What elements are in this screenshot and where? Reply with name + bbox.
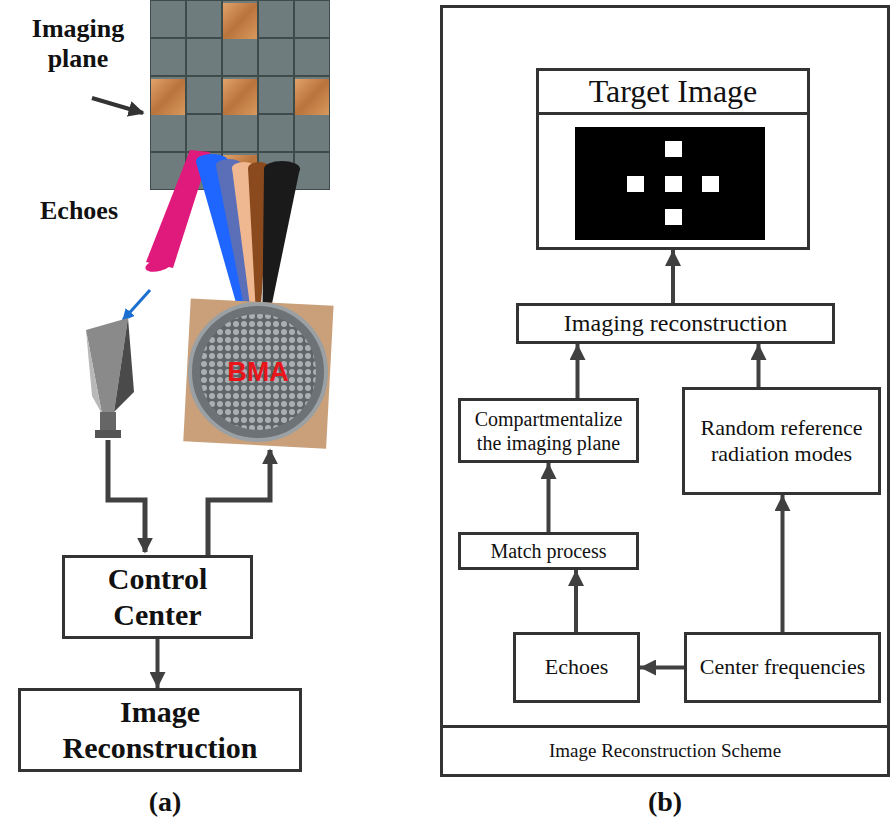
process-box: Center frequencies	[684, 632, 881, 703]
panel-label: (a)	[130, 786, 200, 818]
node-text: Match process	[490, 539, 606, 563]
panel-label: (b)	[630, 786, 700, 818]
signal-wire	[108, 440, 145, 552]
flow-arrow	[781, 495, 785, 632]
flow-arrow	[757, 344, 761, 387]
node-text: Image Reconstruction Scheme	[549, 740, 781, 763]
node-text: Center frequencies	[700, 654, 866, 680]
flow-arrow	[156, 639, 160, 688]
imaging-plane	[150, 0, 330, 190]
echo-arrow	[123, 290, 150, 320]
part-label: Imaging plane	[2, 14, 154, 74]
node-text: Random reference radiation modes	[691, 415, 872, 468]
process-box: Random reference radiation modes	[682, 387, 881, 495]
node-text: Image Reconstruction	[27, 694, 293, 766]
control-box: Control Center	[62, 555, 253, 639]
bma-photo	[183, 298, 333, 448]
scheme-frame: Image Reconstruction Scheme Target ImageI…	[440, 5, 890, 777]
node-text: Control Center	[71, 561, 244, 633]
target-box: Target Image	[536, 68, 810, 250]
horn-antenna	[86, 318, 134, 438]
flow-arrow	[547, 463, 551, 532]
node-text: Compartmentalize the imaging plane	[467, 407, 630, 455]
process-box: Compartmentalize the imaging plane	[458, 398, 639, 463]
pointer-arrow	[92, 98, 143, 113]
process-box: Imaging reconstruction	[516, 303, 835, 344]
caption-band: Image Reconstruction Scheme	[443, 725, 887, 774]
node-text: Target Image	[539, 71, 807, 115]
flow-arrow	[574, 570, 578, 632]
part-label: Echoes	[40, 196, 150, 226]
node-text: Imaging reconstruction	[564, 309, 787, 338]
part-label: BMA	[203, 357, 313, 388]
target-picture	[575, 127, 765, 240]
flow-arrow	[576, 344, 580, 398]
flow-arrow	[671, 250, 675, 303]
process-box: Match process	[458, 532, 639, 570]
node-text: Echoes	[545, 654, 609, 680]
reconstruction-box: Image Reconstruction	[18, 688, 302, 772]
signal-wire	[208, 450, 270, 555]
process-box: Echoes	[513, 632, 640, 703]
flow-arrow	[640, 666, 684, 670]
